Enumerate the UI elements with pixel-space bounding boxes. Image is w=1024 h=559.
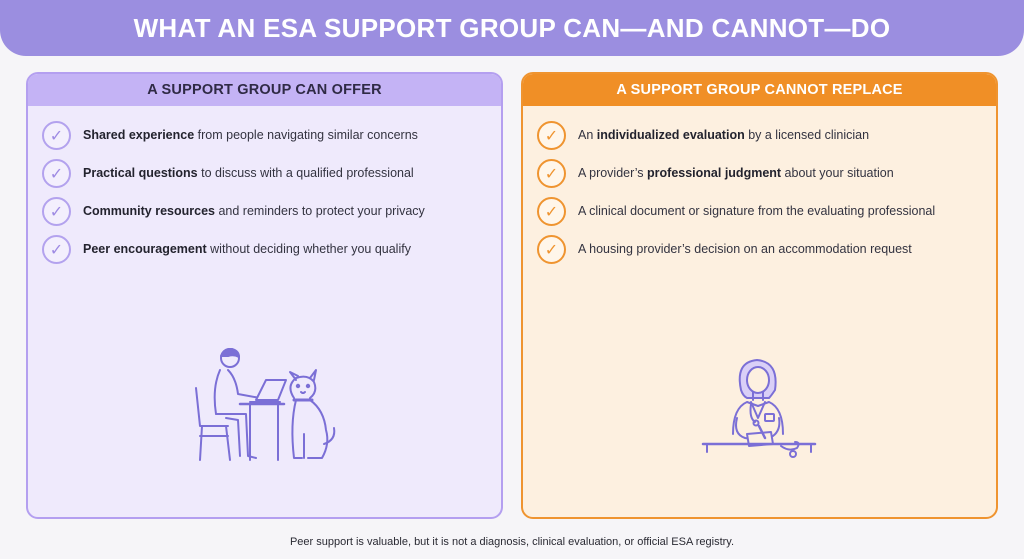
item-bold: professional judgment	[647, 166, 782, 180]
check-icon: ✓	[42, 158, 71, 188]
clinician-at-desk-icon	[701, 359, 817, 458]
item-text: from people navigating similar concerns	[194, 128, 418, 142]
title-banner: WHAT AN ESA SUPPORT GROUP CAN—AND CANNOT…	[0, 0, 1024, 56]
list-item: ✓ A clinical document or signature from …	[537, 192, 996, 230]
item-text: A housing provider’s decision on an acco…	[578, 242, 912, 256]
item-bold: Peer encouragement	[83, 242, 207, 256]
can-offer-list: ✓ Shared experience from people navigati…	[28, 106, 501, 268]
item-text: and reminders to protect your privacy	[214, 204, 425, 218]
check-icon: ✓	[42, 196, 71, 226]
item-bold: Community resources	[83, 204, 215, 218]
check-icon: ✓	[42, 120, 71, 150]
item-text: to discuss with a qualified professional	[197, 166, 414, 180]
check-icon: ✓	[537, 234, 566, 264]
list-item: ✓ A housing provider’s decision on an ac…	[537, 230, 996, 268]
item-text: by a licensed clinician	[744, 128, 870, 142]
item-text: without deciding whether you qualify	[206, 242, 411, 256]
item-text: about your situation	[781, 166, 894, 180]
person-at-laptop-with-dog-icon	[195, 348, 336, 461]
cannot-replace-heading: A SUPPORT GROUP CANNOT REPLACE	[523, 74, 996, 106]
can-offer-panel: A SUPPORT GROUP CAN OFFER ✓ Shared exper…	[26, 72, 503, 519]
item-text: A provider’s	[578, 166, 648, 180]
list-item: ✓ Shared experience from people navigati…	[42, 116, 501, 154]
item-bold: individualized evaluation	[596, 128, 745, 142]
check-icon: ✓	[537, 158, 566, 188]
list-item: ✓ Community resources and reminders to p…	[42, 192, 501, 230]
page-title: WHAT AN ESA SUPPORT GROUP CAN—AND CANNOT…	[133, 12, 891, 43]
cannot-replace-panel: A SUPPORT GROUP CANNOT REPLACE ✓ An indi…	[521, 72, 998, 519]
cannot-replace-list: ✓ An individualized evaluation by a lice…	[523, 106, 996, 268]
item-text: An	[578, 128, 597, 142]
list-item: ✓ A provider’s professional judgment abo…	[537, 154, 996, 192]
list-item: ✓ Peer encouragement without deciding wh…	[42, 230, 501, 268]
check-icon: ✓	[537, 120, 566, 150]
check-icon: ✓	[537, 196, 566, 226]
can-offer-heading: A SUPPORT GROUP CAN OFFER	[28, 74, 501, 106]
check-icon: ✓	[42, 234, 71, 264]
disclaimer-footer: Peer support is valuable, but it is not …	[289, 536, 735, 548]
list-item: ✓ An individualized evaluation by a lice…	[537, 116, 996, 154]
item-text: A clinical document or signature from th…	[578, 204, 936, 218]
item-bold: Shared experience	[83, 128, 195, 142]
item-bold: Practical questions	[83, 166, 198, 180]
list-item: ✓ Practical questions to discuss with a …	[42, 154, 501, 192]
